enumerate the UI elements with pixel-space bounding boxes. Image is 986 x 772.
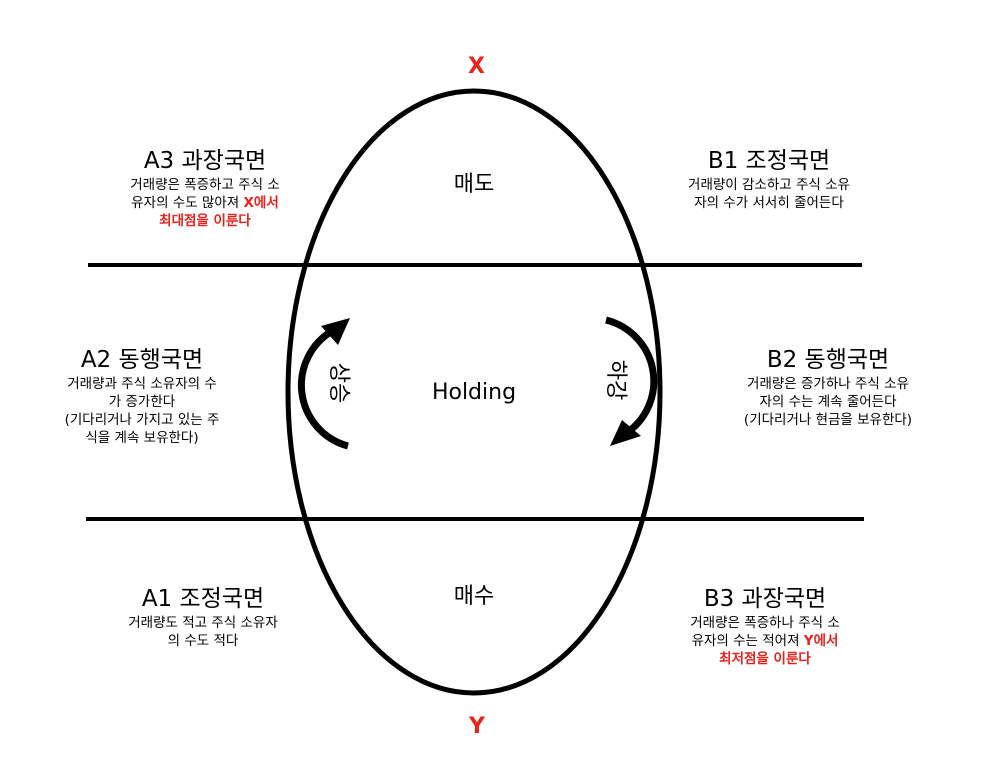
phase-a2-line3: (기다리거나 가지고 있는 주 — [64, 412, 220, 428]
phase-a1-title: A1 조정국면 — [141, 586, 265, 612]
zone-buy-label: 매수 — [453, 584, 495, 609]
phase-a3-line1: 거래량은 폭증하고 주식 소 — [130, 177, 280, 193]
phase-a2-line1: 거래량과 주식 소유자의 수 — [67, 376, 217, 392]
phase-a3-highlight1: X에서 — [243, 195, 279, 211]
zone-hold-label: Holding — [431, 380, 517, 405]
cycle-ellipse — [285, 88, 663, 696]
phase-a3: A3 과장국면 거래량은 폭증하고 주식 소 유자의 수도 많아져 X에서 최대… — [85, 146, 325, 230]
phase-a1: A1 조정국면 거래량도 적고 주식 소유자 의 수도 적다 — [83, 584, 323, 650]
zone-sell-label: 매도 — [453, 172, 495, 197]
phase-a3-line2-text: 유자의 수도 많아져 — [131, 195, 244, 211]
phase-b2-line3: (기다리거나 현금을 보유한다) — [743, 412, 913, 428]
rise-label: 상승 — [326, 362, 351, 404]
phase-a3-highlight2: 최대점을 이룬다 — [159, 213, 251, 229]
phase-b3-line1: 거래량은 폭증하나 주식 소 — [690, 615, 840, 631]
phase-b3-title: B3 과장국면 — [703, 586, 827, 612]
phase-b2-line1: 거래량은 증가하나 주식 소유 — [747, 376, 909, 392]
phase-b2-line2: 자의 수는 계속 줄어든다 — [759, 394, 897, 410]
fall-label: 하강 — [603, 359, 628, 401]
phase-b3-line2-text: 유자의 수는 적어져 — [691, 633, 804, 649]
phase-b1-line2: 자의 수가 서서히 줄어든다 — [694, 195, 844, 211]
phase-b3-line2: 유자의 수는 적어져 Y에서 — [640, 632, 890, 650]
phase-b3-highlight1: Y에서 — [803, 633, 839, 649]
phase-a1-line1: 거래량도 적고 주식 소유자 — [128, 615, 278, 631]
phase-a2-line4: 식을 계속 보유한다) — [85, 430, 199, 446]
phase-a3-line2: 유자의 수도 많아져 X에서 — [85, 194, 325, 212]
phase-b2: B2 동행국면 거래량은 증가하나 주식 소유 자의 수는 계속 줄어든다 (기… — [703, 345, 953, 429]
fall-arrowhead — [610, 420, 641, 446]
phase-b3-highlight2: 최저점을 이룬다 — [719, 651, 811, 667]
phase-a3-title: A3 과장국면 — [143, 148, 267, 174]
phase-a2-line2: 가 증가한다 — [108, 394, 176, 410]
rise-arrowhead — [321, 318, 350, 345]
phase-b1-title: B1 조정국면 — [707, 148, 831, 174]
phase-b3: B3 과장국면 거래량은 폭증하나 주식 소 유자의 수는 적어져 Y에서 최저… — [640, 584, 890, 668]
phase-a1-line2: 의 수도 적다 — [167, 633, 239, 649]
fall-arrow — [605, 316, 658, 435]
phase-a2-title: A2 동행국면 — [80, 347, 204, 373]
axis-bottom-label: Y — [469, 714, 485, 739]
rise-arrow — [297, 326, 349, 450]
phase-b1: B1 조정국면 거래량이 감소하고 주식 소유 자의 수가 서서히 줄어든다 — [644, 146, 894, 212]
phase-a2: A2 동행국면 거래량과 주식 소유자의 수 가 증가한다 (기다리거나 가지고… — [22, 345, 262, 447]
axis-top-label: X — [468, 54, 485, 79]
phase-b1-line1: 거래량이 감소하고 주식 소유 — [688, 177, 850, 193]
phase-b2-title: B2 동행국면 — [766, 347, 890, 373]
